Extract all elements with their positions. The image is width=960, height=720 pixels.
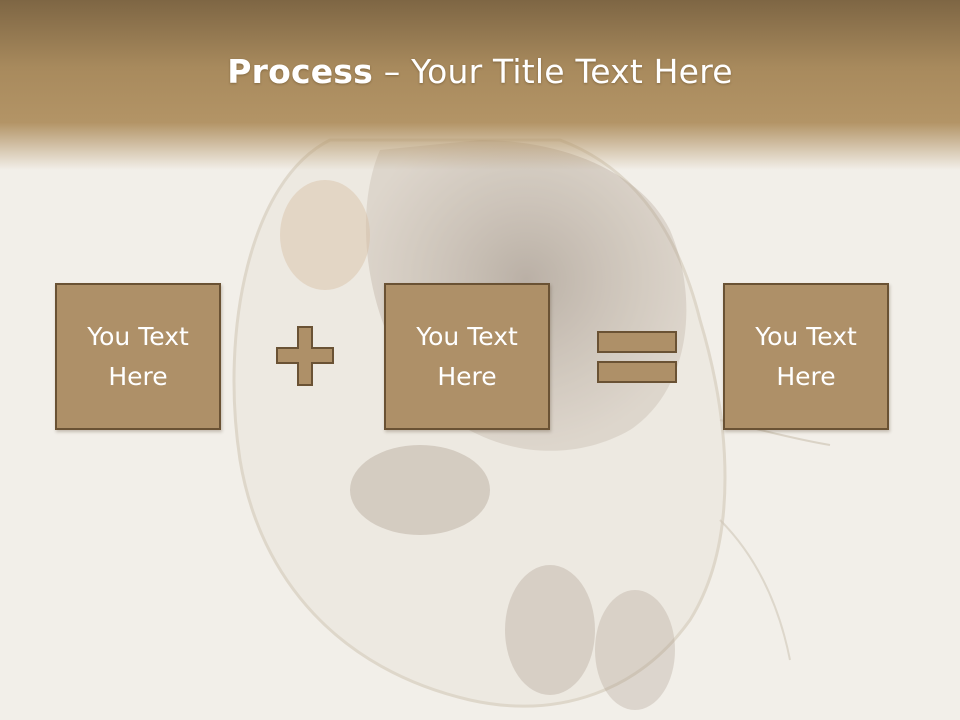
process-box-2: You Text Here bbox=[384, 283, 550, 430]
title-rest: Your Title Text Here bbox=[411, 52, 733, 91]
process-box-1-text: You Text Here bbox=[87, 321, 189, 391]
process-box-3: You Text Here bbox=[723, 283, 889, 430]
header-band bbox=[0, 0, 960, 170]
slide-title: Process – Your Title Text Here bbox=[0, 52, 960, 91]
title-bold: Process bbox=[227, 52, 373, 91]
title-dash: – bbox=[373, 52, 412, 91]
equals-icon bbox=[597, 331, 677, 383]
process-box-3-text: You Text Here bbox=[755, 321, 857, 391]
plus-icon bbox=[276, 326, 334, 386]
process-box-1: You Text Here bbox=[55, 283, 221, 430]
process-box-2-text: You Text Here bbox=[416, 321, 518, 391]
